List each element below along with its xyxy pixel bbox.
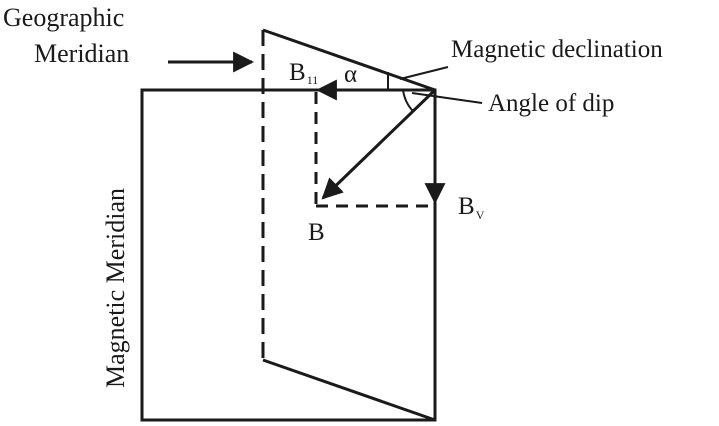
geographic-plane-top-edge: [262, 28, 436, 92]
geographic-plane-bottom-edge: [262, 358, 436, 422]
dip-pointer-line: [411, 92, 483, 104]
declination-pointer-line: [399, 66, 449, 80]
resultant-field-label: B: [308, 219, 325, 246]
geographic-meridian-label-line1: Geographic: [3, 3, 124, 32]
alpha-symbol: α: [344, 61, 357, 88]
magnetic-meridian-plane: [140, 88, 437, 422]
dip-angle-arc: [402, 89, 414, 112]
resultant-field-arrow: [321, 88, 437, 200]
geographic-meridian-label-line2: Meridian: [34, 39, 129, 68]
horizontal-component-label: B11: [289, 59, 318, 87]
magnetic-meridian-label: Magnetic Meridian: [101, 188, 130, 388]
magnetic-declination-label: Magnetic declination: [451, 36, 663, 63]
angle-of-dip-label: Angle of dip: [488, 90, 614, 117]
vertical-component-label: BV: [458, 193, 485, 222]
